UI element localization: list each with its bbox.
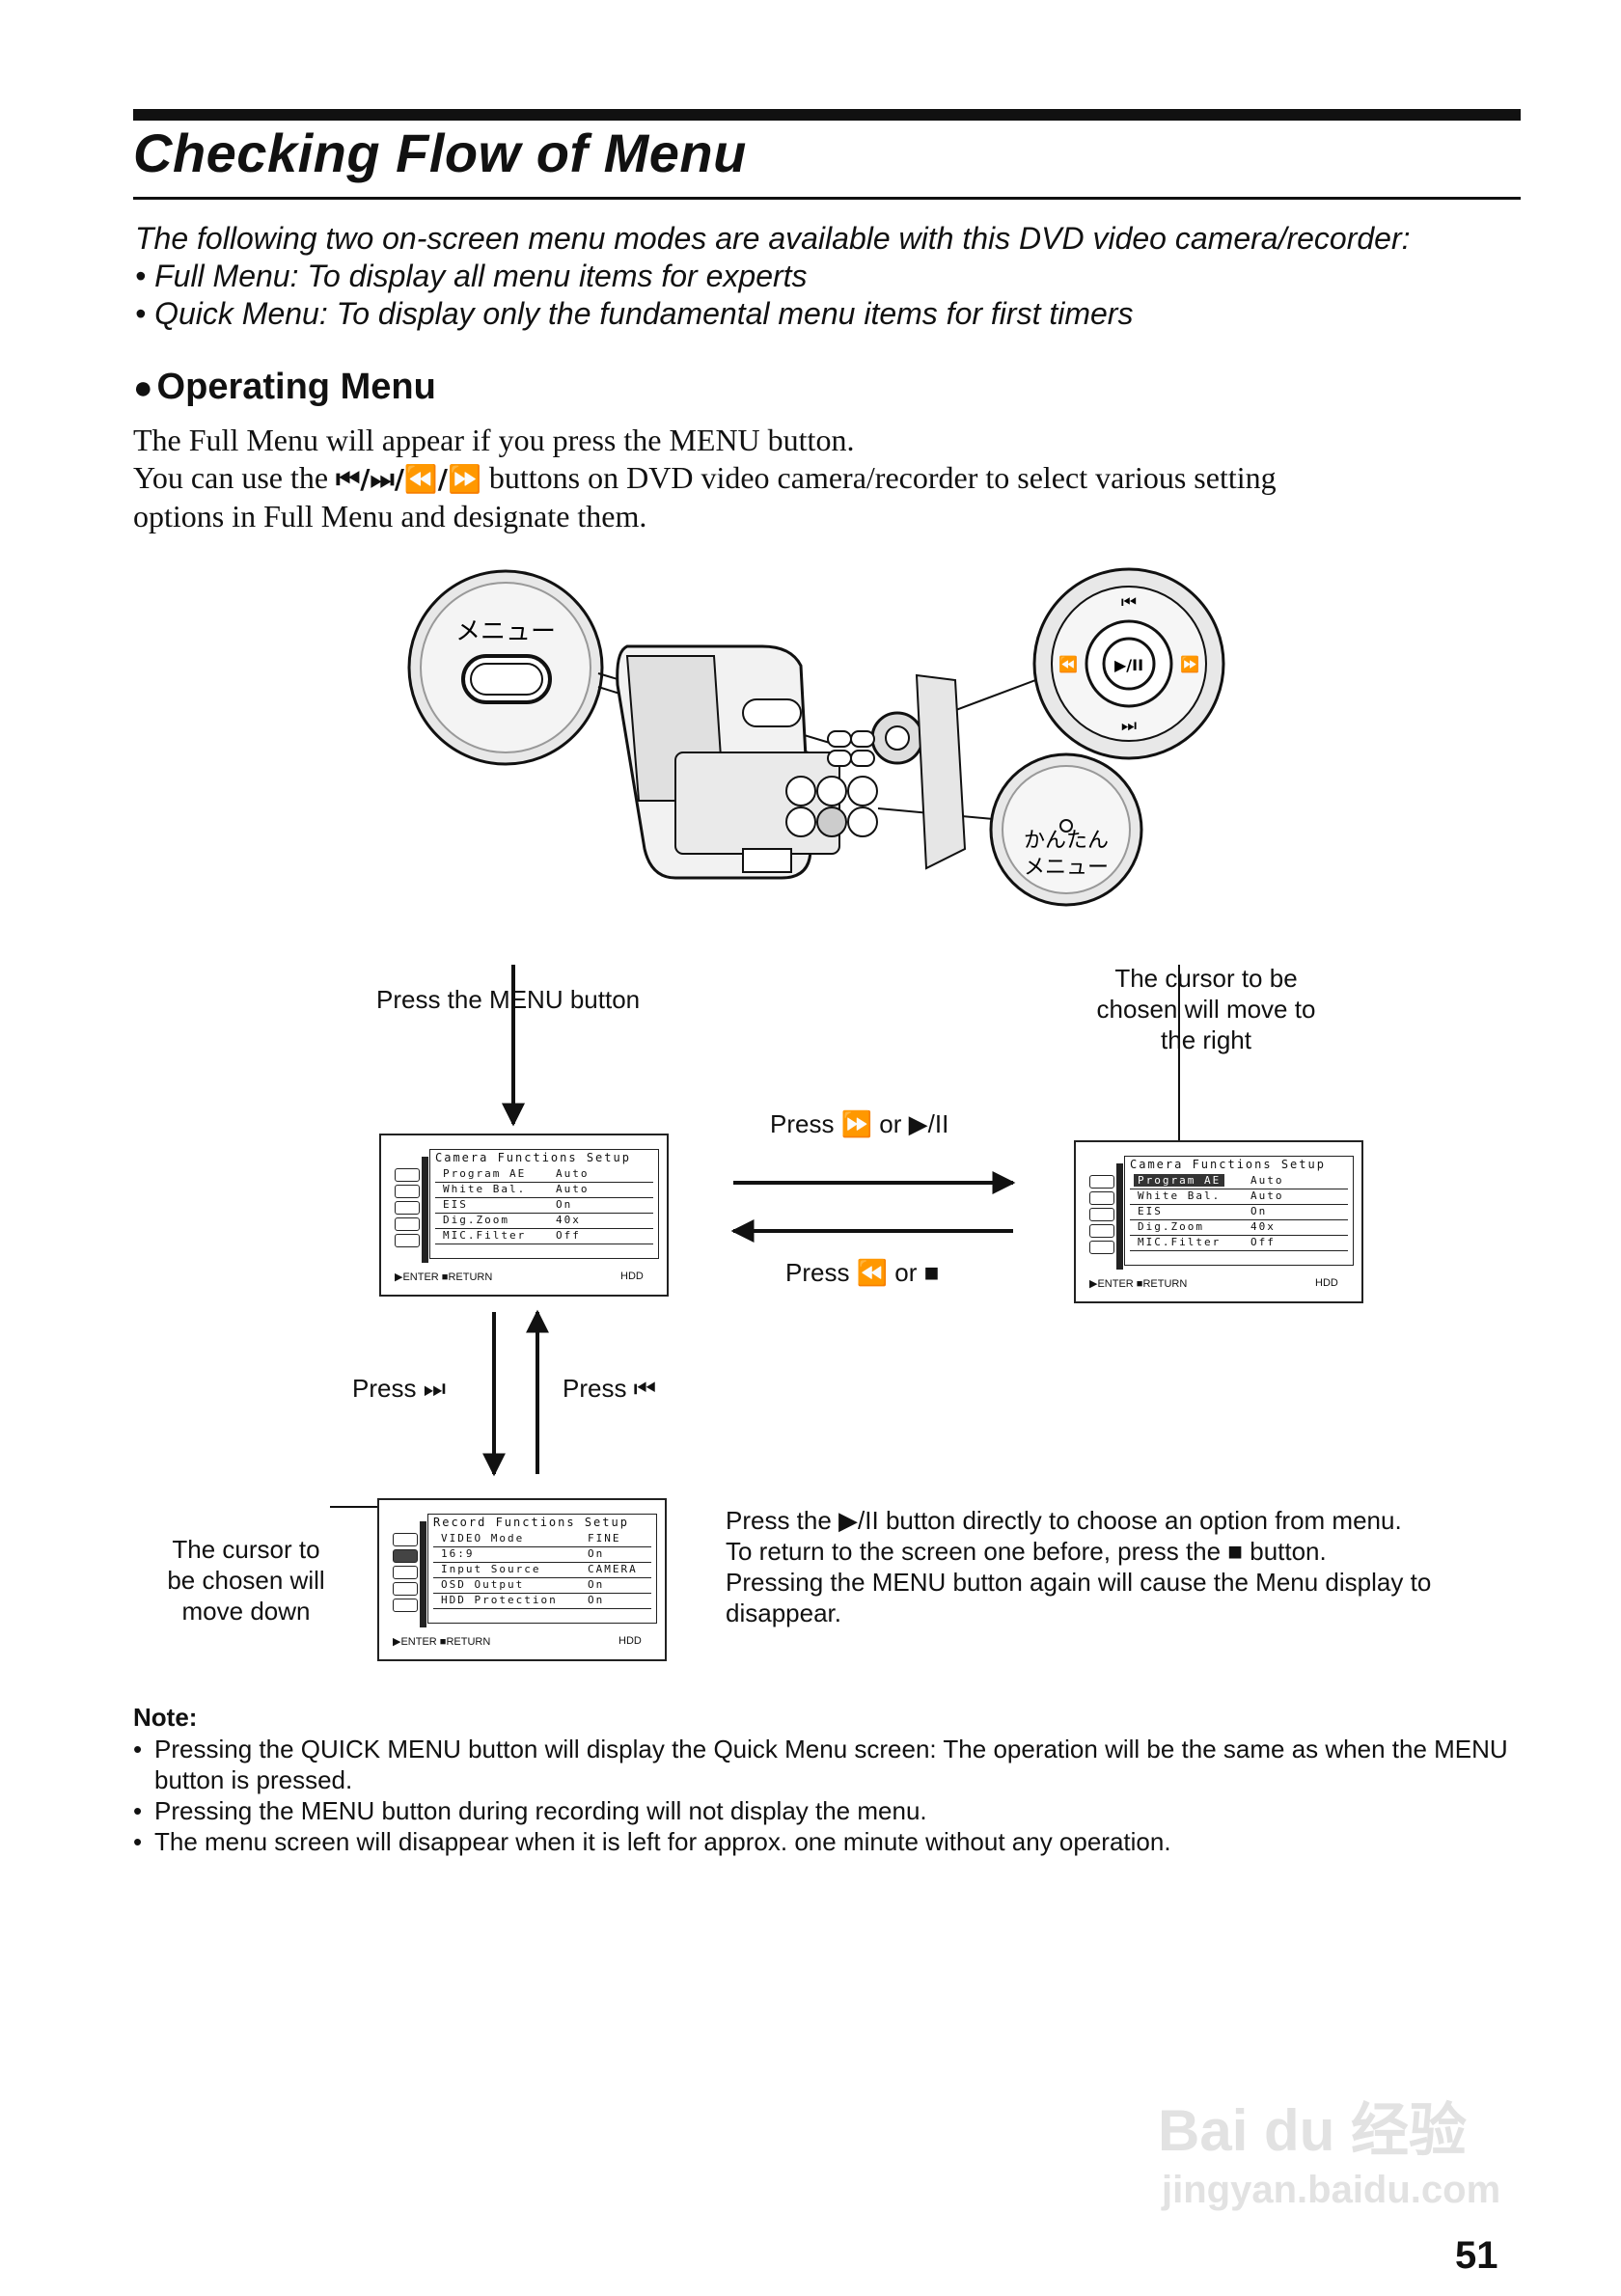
label-press-menu: Press the MENU button	[376, 985, 641, 1014]
note-item: Pressing the QUICK MENU button will disp…	[133, 1734, 1523, 1795]
dial-callout: ▶/II ⏮ ⏭ ⏪ ⏩	[1032, 567, 1225, 760]
menu-button-callout: メニュー	[407, 569, 604, 766]
screen-enter-label: ▶ENTER ■RETURN	[393, 1636, 491, 1648]
body-para-2: You can use the ⏮/⏭/⏪/⏩ buttons on DVD v…	[133, 460, 1277, 495]
label-cursor-right: The cursor to be chosen will move to the…	[1096, 964, 1316, 1054]
intro-bullet-full-menu: • Full Menu: To display all menu items f…	[135, 259, 808, 293]
screen-hdd-label: HDD	[620, 1271, 644, 1282]
camera-illustration: メニュー ▶/II ⏮ ⏭ ⏪ ⏩	[407, 567, 1225, 907]
screen-title: Camera Functions Setup	[435, 1151, 631, 1164]
label-press-next: Press ⏭	[352, 1374, 447, 1403]
label-cursor-down: The cursor to be chosen will move down	[167, 1535, 325, 1626]
baidu-watermark: Bai du 经验	[1158, 2098, 1468, 2163]
section-heading: ●Operating Menu	[133, 367, 436, 407]
flow-arrows	[330, 965, 1180, 1508]
header-rule-top	[133, 109, 1521, 121]
dial-center-label: ▶/II	[1114, 656, 1143, 674]
screen-row: White Bal.Auto	[435, 1182, 653, 1198]
skip-back-icon: ⏮	[1121, 592, 1137, 613]
camcorder-body	[616, 644, 967, 880]
body-para-3: options in Full Menu and designate them.	[133, 499, 647, 533]
quick-callout-label-1: かんたん	[1024, 829, 1109, 853]
page-number: 51	[1455, 2234, 1498, 2277]
page-title: Checking Flow of Menu	[133, 123, 747, 183]
menu-callout-label: メニュー	[455, 617, 556, 646]
skip-forward-icon: ⏭	[1121, 716, 1137, 736]
fast-forward-icon: ⏩	[1180, 655, 1199, 673]
baidu-watermark-url: jingyan.baidu.com	[1162, 2169, 1501, 2211]
screen-hdd-label: HDD	[618, 1635, 642, 1647]
screen-row: White Bal.Auto	[1130, 1189, 1348, 1205]
intro-bullet-quick-menu: • Quick Menu: To display only the fundam…	[135, 296, 1134, 331]
quick-callout-label-2: メニュー	[1024, 856, 1109, 880]
quick-menu-callout: かんたん メニュー	[989, 752, 1143, 907]
instruction-line: Press the ▶/II button directly to choose…	[726, 1506, 1402, 1535]
label-press-right: Press ⏩ or ▶/II	[770, 1109, 949, 1138]
label-press-left: Press ⏪ or ■	[785, 1258, 940, 1287]
header-rule-bottom	[133, 197, 1521, 200]
note-heading: Note:	[133, 1703, 198, 1732]
screen-hdd-label: HDD	[1315, 1277, 1338, 1289]
screen-title: Camera Functions Setup	[1130, 1158, 1326, 1171]
body-para-1: The Full Menu will appear if you press t…	[133, 423, 855, 457]
label-press-prev: Press ⏮	[563, 1374, 657, 1403]
instructions-block: Press the ▶/II button directly to choose…	[726, 1505, 1517, 1628]
intro-lead: The following two on-screen menu modes a…	[135, 221, 1411, 256]
bullet-circle-icon: ●	[133, 369, 153, 406]
instruction-line: To return to the screen one before, pres…	[726, 1537, 1327, 1566]
note-list: Pressing the QUICK MENU button will disp…	[133, 1734, 1523, 1857]
rewind-icon: ⏪	[1058, 655, 1078, 673]
intro-block: The following two on-screen menu modes a…	[135, 220, 1411, 333]
note-item: Pressing the MENU button during recordin…	[133, 1795, 1523, 1826]
screen-enter-label: ▶ENTER ■RETURN	[395, 1271, 493, 1283]
instruction-line: disappear.	[726, 1599, 841, 1627]
screen-enter-label: ▶ENTER ■RETURN	[1089, 1278, 1188, 1290]
note-item: The menu screen will disappear when it i…	[133, 1826, 1523, 1857]
screen-title: Record Functions Setup	[433, 1516, 629, 1529]
instruction-line: Pressing the MENU button again will caus…	[726, 1568, 1432, 1597]
section-body: The Full Menu will appear if you press t…	[133, 422, 1542, 535]
transport-buttons-icon: ⏮/⏭/⏪/⏩	[336, 463, 481, 495]
